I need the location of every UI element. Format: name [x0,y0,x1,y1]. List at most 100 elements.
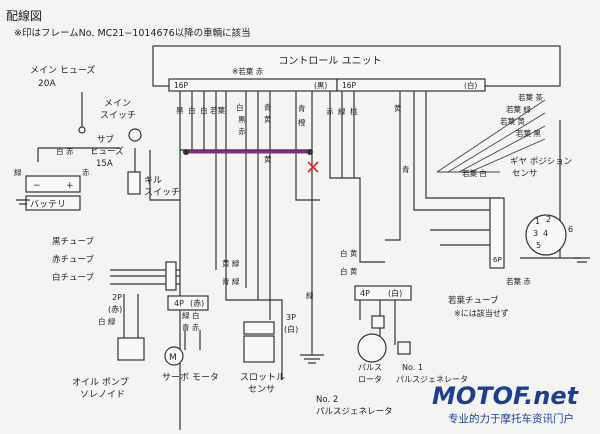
oil-pump-conn-color: (赤) [108,305,122,314]
wire-label-yellow: 黄 [264,154,272,164]
wire-label-10: 青 [298,103,306,113]
gear-wire-0: 若葉 茶 [518,92,543,102]
wire-label-green: 緑 [306,290,314,300]
wire-label-white-yellow-2: 白 黄 [340,266,358,276]
throttle-conn-color: (白) [284,324,298,334]
battery-label-box [25,195,81,211]
pulse-gen1-label1: No. 1 [402,363,423,372]
connector-black-pins: 16P [174,81,189,90]
servo-motor-symbol [164,346,184,366]
ground-icon-gear [574,257,590,263]
pulse-rotor-label1: パルス [358,363,382,372]
pulse-rotor-symbol [357,333,387,363]
cross-stroke-b [307,161,319,173]
connector-wire-labels: 黒 白 白 若葉 白 黒 赤 青 黄 橙 青 赤 緑 桃 黄 [176,102,402,136]
watermark-slogan: 专业的力于摩托车资讯门户 [448,412,574,425]
pulse-gen2-symbol [371,315,385,329]
wire-right-1 [413,91,500,211]
pulse-rotor-label2: ロータ [358,375,382,384]
tube-red: 赤チューブ [52,254,94,265]
oil-pump-label2: ソレノイド [80,390,125,400]
wire-red-a [329,91,385,263]
frame-note: ※印はフレームNo. MC21−1014676以降の車輌に該当 [14,27,251,39]
tube-white: 白チューブ [52,272,94,283]
pulse-connector [354,285,412,301]
main-fuse-rating: 20A [38,79,56,89]
connector-black [168,78,338,92]
servo-wires1: 緑 白 [182,310,199,320]
kill-switch-symbol [127,171,141,195]
sub-fuse-label1: サブ [97,134,115,145]
wiring-lines [37,91,580,430]
battery-wire-left: 緑 [14,167,22,177]
gear-num-6: 6 [568,225,573,234]
connector-black-color: (黒) [314,81,327,90]
main-switch-label1: メイン [104,99,131,109]
wire-label-white-yellow-1: 白 黄 [340,248,358,258]
gear-sensor-label1: ギヤ ポジション [510,157,572,167]
kill-switch-label1: キル [144,176,162,186]
wire-label-yellow-green: 黄 緑 [222,258,240,268]
gear-num-5: 5 [536,241,541,250]
watermark-brand: MOTOF.net [432,382,580,410]
battery-symbol-minus: − [33,181,41,191]
wire-label-14: 黄 [394,103,402,113]
pulse-gen1-symbol [397,341,411,355]
servo-label: サーボ モータ [162,372,219,383]
main-fuse-terminal [78,126,86,134]
diag-2 [447,112,546,173]
broken-cross [307,161,319,173]
wire-label-5: 黒 [238,115,246,124]
servo-conn-color: (赤) [190,299,204,308]
wire-label-3: 若葉 [210,105,225,115]
sub-fuse-rating: 15A [96,159,113,169]
battery-box [25,175,81,193]
connector-white-color: (白) [464,80,477,90]
sub-fuse-wire: 白 赤 [56,146,74,156]
pulse-conn-color: (白) [388,288,402,298]
main-switch-symbol [128,128,142,142]
main-switch-label2: スイッチ [100,110,136,121]
gear-wire-1: 若葉 緑 [506,104,531,114]
servo-wires2: 青 赤 [182,322,200,332]
throttle-body [243,335,275,363]
oil-pump-label1: オイル ポンプ [72,377,129,388]
wire-label-4: 白 [236,102,244,112]
pulse-gen1-label2: パルスジェネレータ [396,375,468,384]
wakaba-tube-note: ※には該当せず [454,308,509,318]
gear-bottom-wire: 若葉 赤 [506,276,531,286]
wire-label-9: 橙 [298,117,306,127]
gear-num-3: 3 [533,229,538,238]
wire-label-blue-green: 青 緑 [222,276,240,286]
bus-node-left [183,149,189,155]
throttle-label2: センサ [248,384,275,395]
battery-label: バッテリ [30,199,66,210]
tube-black: 黒チューブ [52,236,94,247]
oil-pump-body [117,337,145,361]
throttle-conn: 3P [286,313,296,322]
diagram-title: 配線図 [6,8,42,23]
gear-num-4: 4 [543,229,548,238]
bus-node-right [307,149,313,155]
control-unit-label: コントロール ユニット [278,56,381,67]
servo-motor-m: M [169,353,177,363]
gear-wire-2: 若葉 黄 [500,116,525,126]
diag-1 [436,99,546,173]
battery-symbol-plus: + [66,181,74,191]
wire-label-7: 青 [264,102,272,112]
throttle-connector [243,321,275,335]
gear-wire-3: 若葉 黒 [516,128,541,138]
ground-icon-battery [16,199,30,205]
wire-to-kill [149,150,180,201]
gear-num-2: 2 [546,215,551,224]
gear-sensor-dial [525,214,567,256]
gear-sensor-conn: 6P [493,256,502,264]
wire-label-blue: 青 [402,164,410,174]
gear-wire-4: 若葉 白 [462,168,487,178]
ground-icon-center [300,354,324,364]
pulse-conn: 4P [360,289,370,298]
gear-sensor-label2: センサ [512,169,538,179]
sub-fuse-label2: ヒューズ [90,146,124,157]
connector-white-pins: 16P [342,81,357,90]
gear-sensor-connector [489,197,505,269]
